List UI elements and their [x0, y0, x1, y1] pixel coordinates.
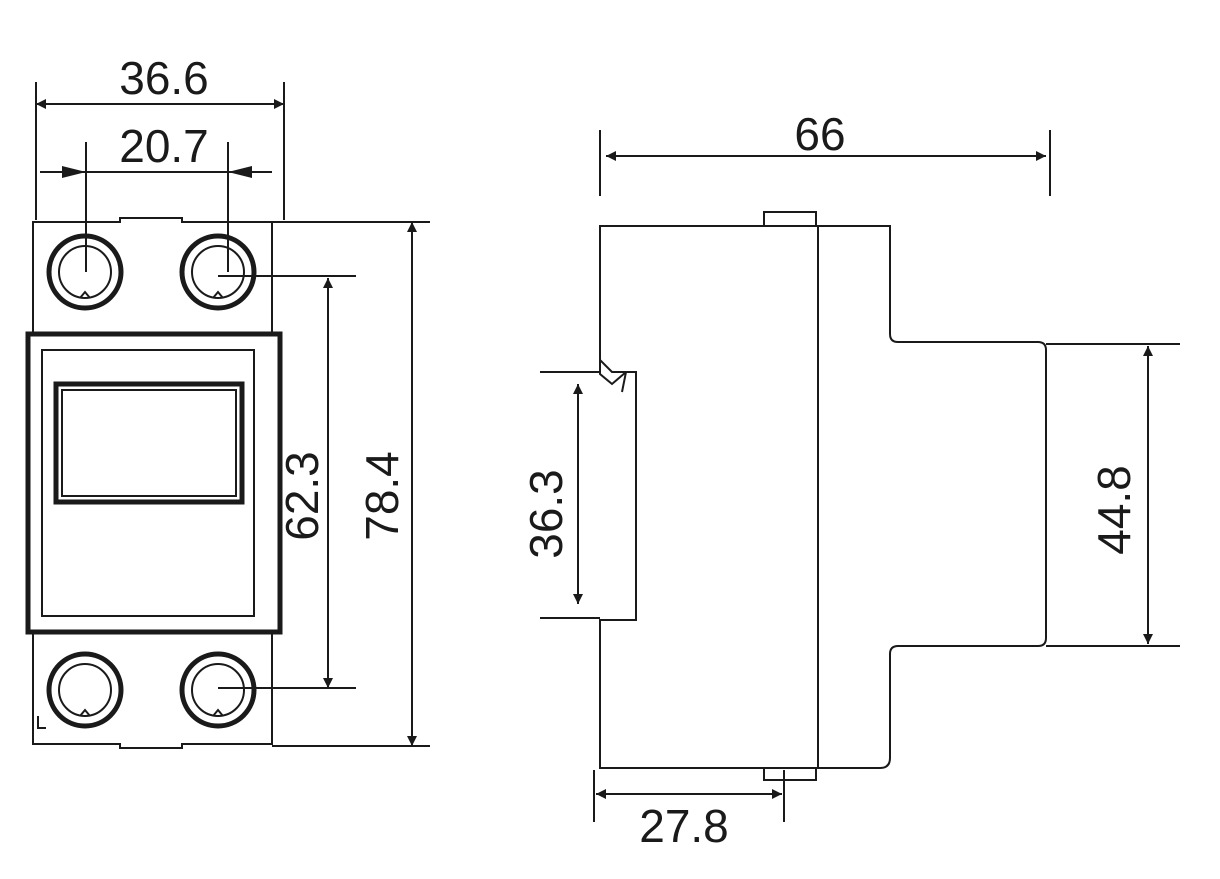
side-body-outline [599, 225, 1047, 769]
dim-label-27-8: 27.8 [639, 800, 729, 852]
terminal-screw-bottom-left [46, 651, 124, 729]
dim-label-36-6: 36.6 [119, 52, 209, 104]
front-face-frame [41, 349, 255, 617]
dim-label-20-7: 20.7 [119, 120, 209, 172]
top-clip [763, 211, 817, 227]
display-window-inner [61, 389, 237, 497]
terminal-screw-bottom-right [179, 651, 257, 729]
dim-label-66: 66 [794, 108, 845, 160]
dim-label-44-8: 44.8 [1088, 465, 1140, 555]
rail-hook [599, 360, 627, 386]
bottom-terminal-block [32, 632, 273, 749]
side-view: 66 36.3 44.8 27.8 [520, 108, 1180, 852]
dim-label-62-3: 62.3 [276, 451, 328, 541]
corner-mark [37, 716, 46, 729]
front-body [25, 331, 283, 635]
bottom-clip [763, 767, 817, 781]
dim-label-36-3: 36.3 [520, 469, 572, 559]
top-terminal-block [32, 217, 273, 332]
display-window [53, 381, 245, 505]
rail-hook-edge [621, 371, 627, 393]
front-view: 36.6 20.7 62.3 78.4 [25, 52, 430, 749]
dim-label-78-4: 78.4 [356, 451, 408, 541]
terminal-screw-top-right [179, 233, 257, 311]
